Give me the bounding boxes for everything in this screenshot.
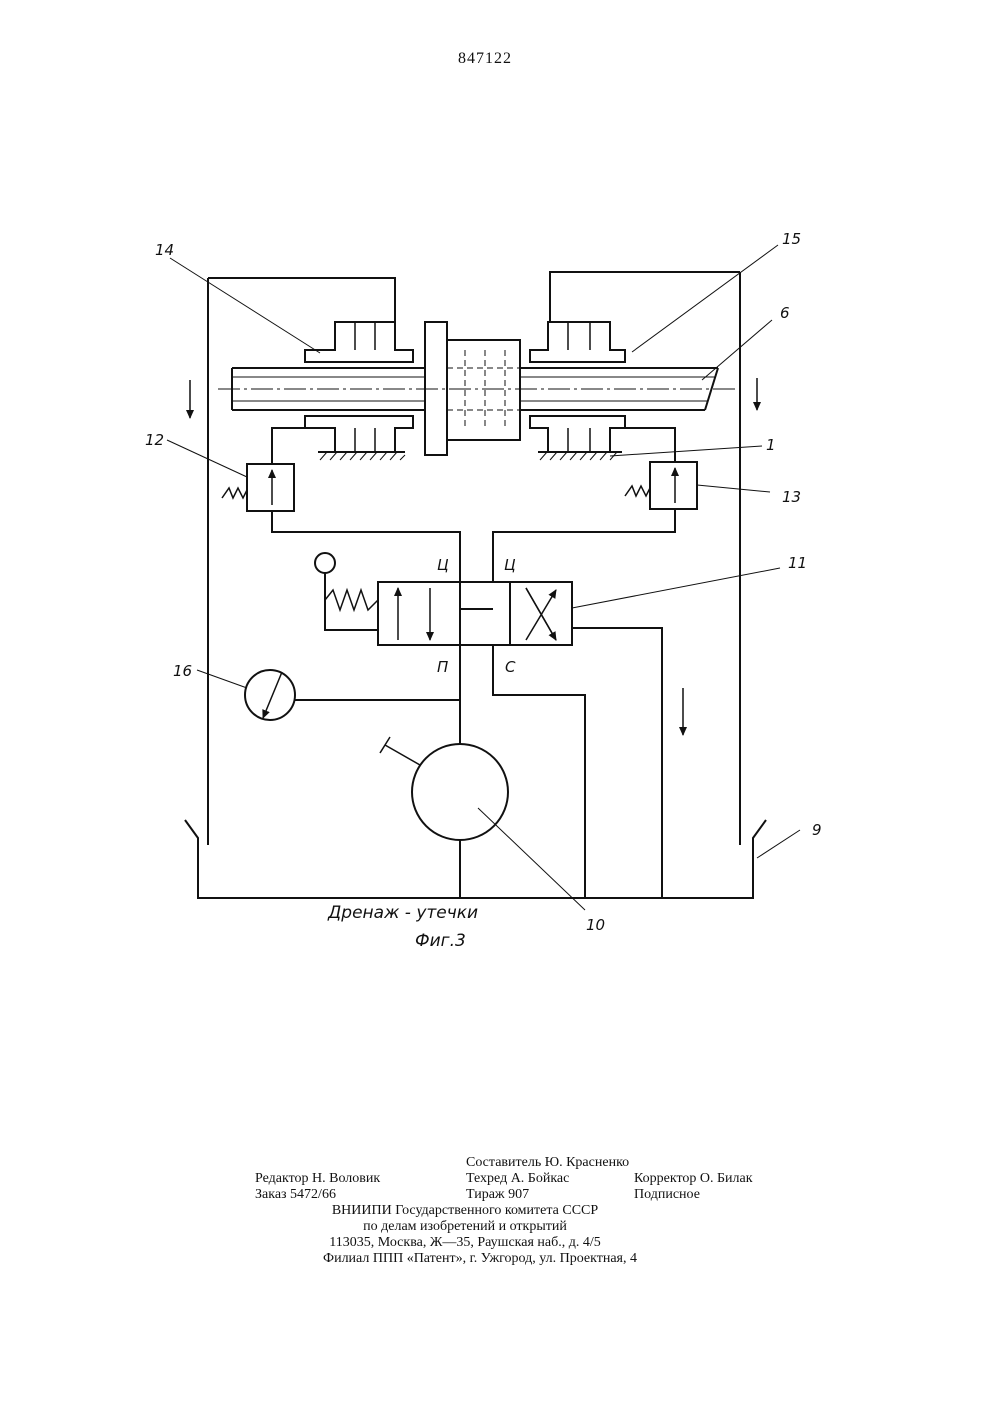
imprint-corrector: Корректор О. Билак xyxy=(634,1171,753,1187)
imprint-subscription: Подписное xyxy=(634,1187,700,1203)
port-p: П xyxy=(437,658,448,676)
distributor-valve-11 xyxy=(378,582,572,645)
imprint-editor: Редактор Н. Воловик xyxy=(255,1171,380,1187)
pump-drive xyxy=(380,737,420,765)
imprint-org-2: по делам изобретений и открытий xyxy=(0,1219,930,1235)
label-10: 10 xyxy=(586,916,605,934)
imprint-org-1: ВНИИПИ Государственного комитета СССР xyxy=(0,1203,930,1219)
right-top-line xyxy=(550,272,740,322)
valve-spring xyxy=(325,590,378,610)
return-line-s xyxy=(493,645,585,898)
valve-13-to-distributor xyxy=(493,509,675,582)
label-15: 15 xyxy=(782,230,801,248)
pressure-gauge-16 xyxy=(245,670,295,720)
seal-14-top xyxy=(305,322,413,362)
imprint-org-3: 113035, Москва, Ж—35, Раушская наб., д. … xyxy=(0,1235,930,1251)
valve-handle-knob xyxy=(315,553,335,573)
caption-figure: Фиг.3 xyxy=(415,931,466,951)
label-1: 1 xyxy=(766,436,776,454)
label-13: 13 xyxy=(782,488,801,506)
label-14: 14 xyxy=(155,241,174,259)
imprint-circulation: Тираж 907 xyxy=(466,1187,529,1203)
caption-drain: Дренаж - утечки xyxy=(327,903,478,923)
imprint-org-4: Филиал ППП «Патент», г. Ужгород, ул. Про… xyxy=(0,1251,960,1267)
coupling-hub xyxy=(447,340,520,440)
seal-15-top xyxy=(530,322,625,362)
seal-14-drain-line xyxy=(272,428,305,464)
seal-15-drain-line xyxy=(625,428,675,462)
imprint-composer: Составитель Ю. Красненко xyxy=(466,1155,629,1171)
tank-9 xyxy=(185,820,766,898)
pump-10 xyxy=(412,744,508,840)
spring-13 xyxy=(625,486,650,496)
port-c-right: Ц xyxy=(504,556,516,574)
label-16: 16 xyxy=(173,662,192,680)
seal-14-bottom xyxy=(305,416,413,452)
label-12: 12 xyxy=(145,431,164,449)
label-6: 6 xyxy=(780,304,790,322)
check-valve-13 xyxy=(650,462,697,509)
port-s: С xyxy=(505,658,516,676)
imprint-order: Заказ 5472/66 xyxy=(255,1187,336,1203)
spring-12 xyxy=(222,488,247,498)
check-valve-12 xyxy=(247,464,294,511)
label-9: 9 xyxy=(812,821,822,839)
valve-12-to-distributor xyxy=(272,511,460,582)
imprint-techred: Техред А. Бойкас xyxy=(466,1171,569,1187)
label-11: 11 xyxy=(788,554,807,572)
seal-15-bottom xyxy=(530,416,625,452)
port-c-left: Ц xyxy=(437,556,449,574)
